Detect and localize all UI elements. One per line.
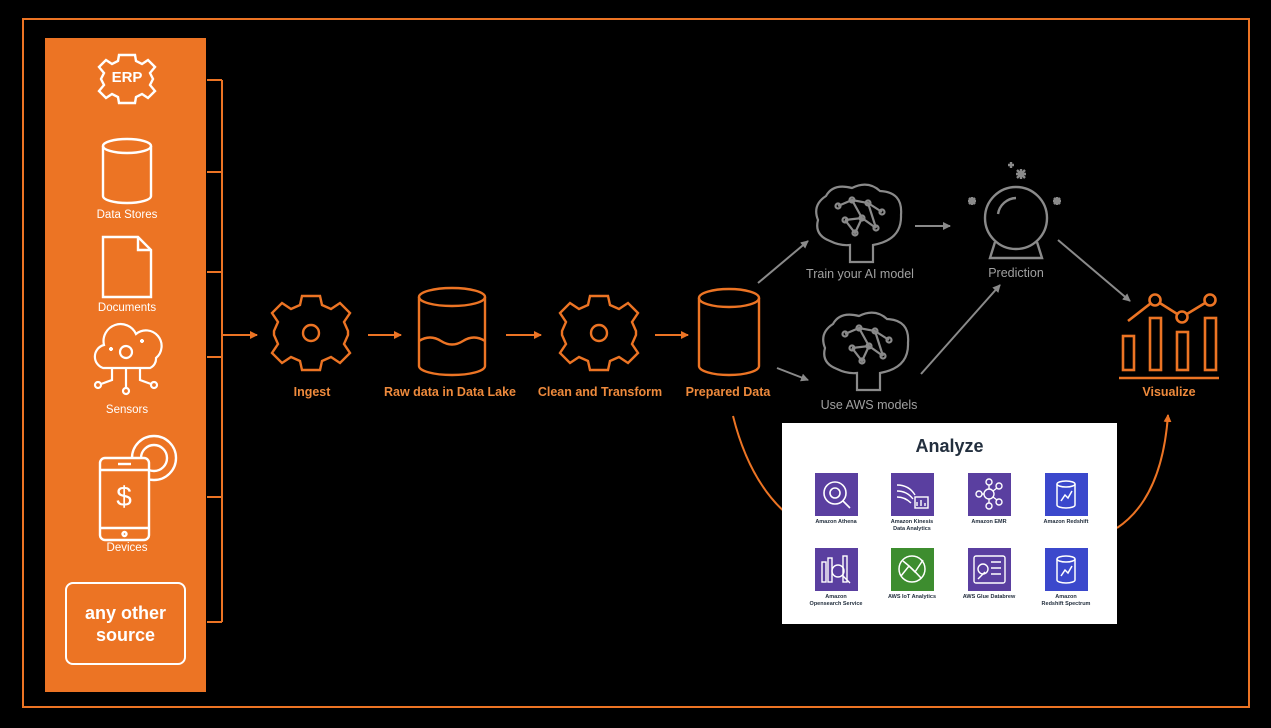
devices-dollar-symbol: $: [116, 481, 132, 512]
prepared-data-label: Prepared Data: [685, 385, 771, 399]
redshift-spectrum-icon: [1044, 548, 1088, 591]
redshift-spectrum-name: Amazon: [1055, 594, 1077, 600]
other-source-line1: any other: [84, 602, 167, 623]
service-iot-analytics: AWS IoT Analytics: [874, 548, 950, 601]
iot-analytics-name: AWS IoT Analytics: [887, 594, 937, 600]
kinesis-icon: [890, 473, 934, 516]
analyze-panel: Analyze Amazon Athena Amazon Kinesis Dat…: [782, 423, 1117, 624]
redshift-name: Amazon Redshift: [1043, 519, 1089, 525]
clean-gear-icon: [558, 294, 640, 372]
visualize-label: Visualize: [1142, 385, 1196, 399]
service-opensearch: Amazon Opensearch Service: [798, 548, 874, 607]
devices-label: Devices: [106, 542, 148, 554]
outer-frame: [22, 18, 1250, 708]
documents-label: Documents: [97, 302, 157, 314]
service-athena: Amazon Athena: [798, 473, 874, 526]
sensor-cloud-icon: [93, 322, 163, 396]
glue-databrew-name: AWS Glue Databrew: [962, 594, 1016, 600]
ingest-gear-icon: [270, 294, 352, 372]
service-redshift: Amazon Redshift: [1028, 473, 1104, 526]
sensors-label: Sensors: [105, 404, 149, 416]
other-source-line2: source: [95, 624, 156, 645]
arrow-aws-to-prediction: [920, 284, 1001, 375]
prediction-label: Prediction: [988, 266, 1044, 280]
sources-bracket: [207, 79, 223, 623]
any-other-source-box: any other source: [65, 582, 186, 665]
aws-models-label: Use AWS models: [820, 398, 918, 412]
train-model-label: Train your AI model: [806, 267, 914, 281]
service-glue-databrew: AWS Glue Databrew: [951, 548, 1027, 601]
ingest-label: Ingest: [293, 385, 331, 399]
service-redshift-spectrum: Amazon Redshift Spectrum: [1028, 548, 1104, 607]
kinesis-name: Amazon Kinesis: [890, 519, 934, 525]
emr-icon: [967, 473, 1011, 516]
document-icon: [101, 235, 153, 299]
athena-icon: [814, 473, 858, 516]
prepared-data-icon: [697, 287, 761, 377]
database-icon: [101, 137, 153, 205]
iot-analytics-icon: [890, 548, 934, 591]
opensearch-icon: [814, 548, 858, 591]
opensearch-name: Amazon: [825, 594, 847, 600]
data-stores-label: Data Stores: [96, 209, 158, 221]
clean-transform-label: Clean and Transform: [537, 385, 663, 399]
raw-data-label: Raw data in Data Lake: [384, 385, 516, 399]
crystal-ball-icon: [968, 162, 1061, 260]
arrow-to-train: [757, 240, 809, 284]
emr-name: Amazon EMR: [971, 519, 1007, 525]
data-lake-icon: [417, 286, 487, 377]
erp-gear-icon: [97, 53, 157, 105]
service-kinesis: Amazon Kinesis Data Analytics: [874, 473, 950, 532]
arrow-prediction-to-visualize: [1057, 239, 1131, 302]
arc-analyze-to-visualize: [1116, 414, 1172, 529]
glue-databrew-icon: [967, 548, 1011, 591]
analyze-title: Analyze: [915, 436, 984, 456]
redshift-icon: [1044, 473, 1088, 516]
service-emr: Amazon EMR: [951, 473, 1027, 526]
visualize-chart-icon: [1119, 293, 1219, 380]
brain-aws-icon: [822, 311, 910, 392]
brain-train-icon: [815, 183, 903, 264]
arrow-to-aws-models: [776, 367, 809, 382]
mobile-payment-icon: [98, 434, 178, 542]
athena-name: Amazon Athena: [815, 519, 857, 525]
erp-label: ERP: [111, 69, 143, 86]
